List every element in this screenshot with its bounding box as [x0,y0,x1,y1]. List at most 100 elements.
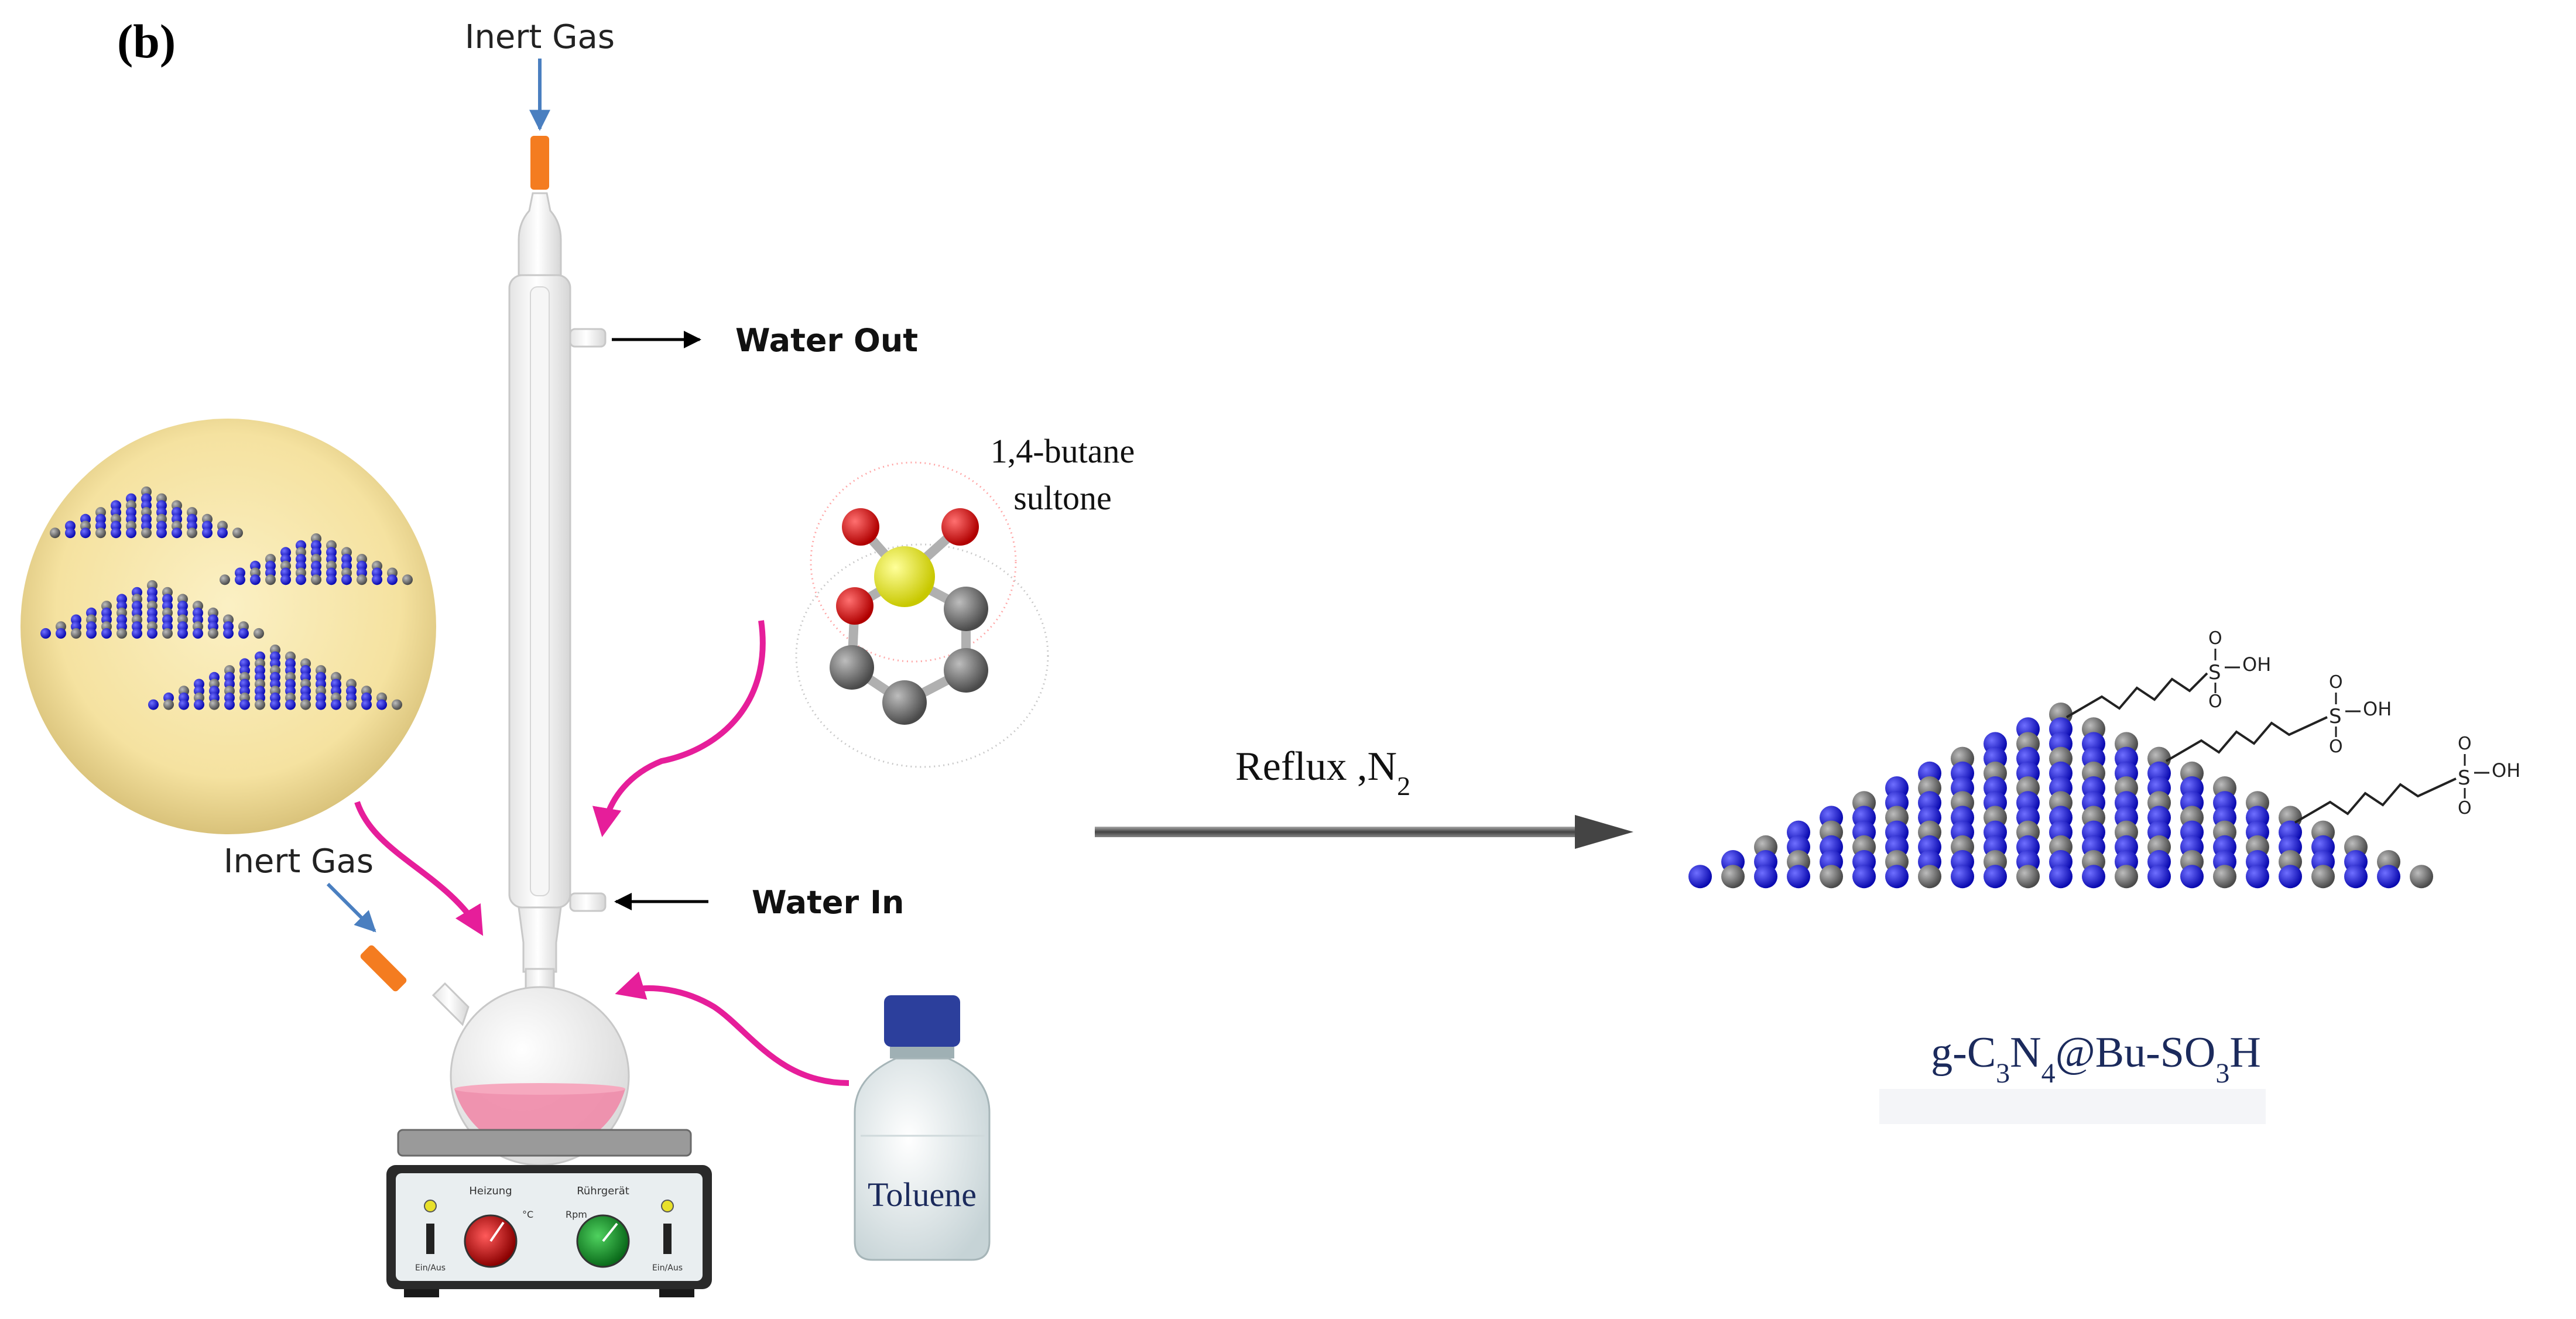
lattice-atom [156,527,167,539]
lattice-atom [270,699,280,710]
lattice-atom [217,527,228,539]
stirrer-label-rpm: Rpm [566,1209,587,1220]
flask-liquid-surface [454,1083,625,1095]
lattice-atom [1754,865,1777,889]
left-switch [426,1224,434,1254]
lattice-atom [80,527,91,539]
lattice-atom [117,628,127,639]
lattice-atom [2246,865,2269,889]
lattice-atom [255,699,265,710]
inert-gas-top-label: Inert Gas [465,18,615,56]
lattice-atom [1721,865,1745,889]
right-switch-label: Ein/Aus [652,1263,683,1273]
lattice-atom [326,574,337,585]
lattice-atom [2147,865,2171,889]
chain-2 [2165,716,2328,762]
lattice-atom [2213,865,2236,889]
product-name-sub2: 4 [2041,1058,2056,1089]
lattice-atom [208,628,218,639]
lattice-atom [254,628,264,639]
pink-arrow-sultone [592,620,766,837]
lattice-atom [331,699,341,710]
lattice-atom [376,699,387,710]
panel-label: (b) [117,15,176,68]
product-name-mid: @Bu-SO [2056,1029,2216,1077]
condenser-inner-tube [530,286,550,896]
hydroxyl-label-3: OH [2492,759,2520,782]
lattice-atom [2410,865,2433,889]
lattice-atom [2049,865,2073,889]
lattice-atom [126,527,136,539]
lattice-atom [224,699,235,710]
lattice-atom [193,628,203,639]
sulfonic-chains [2065,672,2457,824]
lattice-atom [2344,865,2368,889]
lattice-atom [361,699,372,710]
hydroxyl-label-2: OH [2363,698,2392,720]
lattice-atom [311,574,321,585]
lattice-atom [2115,865,2138,889]
lattice-atom [147,628,157,639]
left-switch-label: Ein/Aus [415,1263,446,1273]
gcn-sheet-4 [148,645,402,710]
condenser-top-adapter [518,192,562,276]
product-sheet [1688,703,2433,889]
toluene-label: Toluene [868,1176,977,1214]
lattice-atom [141,527,152,539]
pink-arrow-sheets [354,801,484,936]
flask-side-neck [431,982,470,1026]
condenser-lower-joint [518,906,562,973]
product-structure: S O O OH S O O OH S O O OH g- [1688,628,2520,1124]
heating-knob-pointer [489,1221,505,1242]
lattice-atom [346,699,357,710]
gcn-sheet-1 [50,487,243,539]
sultone-label-line2: sultone [1013,479,1112,517]
lattice-atom [194,699,204,710]
product-name-g: g-C [1931,1029,1996,1077]
carbon-atom-2 [944,648,988,693]
lattice-atom [402,574,413,585]
lattice-atom [387,574,398,585]
sulfur-label-1: S [2208,661,2221,684]
pink-arrows [354,620,849,1086]
oxygen-label-1b: O [2208,691,2222,712]
lattice-atom [223,628,234,639]
product-name-sub3: 3 [2215,1058,2229,1089]
lattice-atom [238,628,249,639]
lattice-atom [250,574,261,585]
product-name-n: N [2010,1029,2041,1077]
lattice-atom [1951,865,1974,889]
lattice-atom [1787,865,1810,889]
bottle-body [854,1057,991,1261]
gas-inlet-tube-side [360,945,407,992]
lattice-atom [71,628,81,639]
gcn-sheets-inset [20,419,436,834]
oxygen-atom-1 [842,508,879,546]
inert-gas-side-arrow [326,882,376,933]
sulfur-atom [874,546,935,607]
lattice-atom [232,527,243,539]
carbon-atom-1 [944,587,988,631]
lattice-atom [202,527,213,539]
lattice-atom [148,699,159,710]
lattice-atom [296,574,306,585]
right-switch [663,1224,672,1254]
reaction-arrow-head [1575,815,1633,849]
sulfonic-group-1: S O O OH [2208,628,2271,712]
water-in-label: Water In [752,884,904,921]
reflux-label: Reflux ,N2 [1235,744,1410,801]
water-out-label: Water Out [735,322,918,359]
lattice-atom [372,574,382,585]
butane-sultone-molecule: 1,4-butane sultone [795,432,1135,768]
lattice-atom [235,574,245,585]
lattice-atom [2082,865,2105,889]
lattice-atom [56,628,66,639]
lattice-atom [1852,865,1876,889]
stirrer-label-degc: °C [522,1209,533,1220]
bottle-cap [884,995,960,1047]
lattice-atom [239,699,250,710]
lattice-atom [1885,865,1909,889]
inert-gas-side-label: Inert Gas [224,842,374,881]
product-name-h: H [2229,1029,2260,1077]
